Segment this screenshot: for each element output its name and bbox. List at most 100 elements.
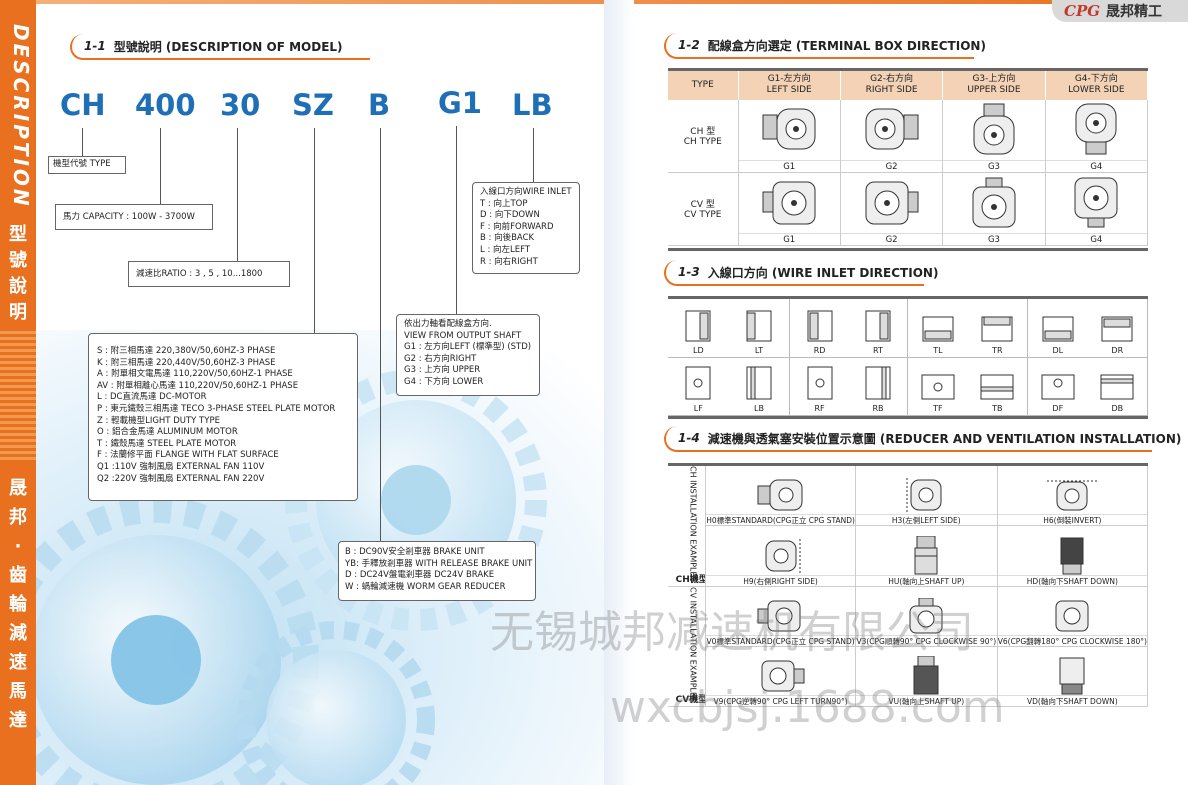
spine-company-cn: 晟邦‧齒輪減速馬達: [9, 478, 27, 731]
model-code-type: CH: [60, 88, 106, 122]
ratio-box: 減速比RATIO : 3 , 5 , 10...1800: [128, 261, 290, 287]
gearmotor-icon: [761, 660, 805, 692]
left-spine: DESCRIPTION 型號說明 晟邦‧齒輪減速馬達: [0, 0, 36, 785]
section-1-4-title: 減速機與透氣塞安裝位置示意圖 (REDUCER AND VENTILATION …: [707, 431, 1182, 446]
ch-g1-cell: G1: [738, 99, 841, 173]
gearmotor-icon: [1055, 600, 1089, 632]
connector-wire-inlet: [533, 128, 534, 182]
gearmotor-icon: [1047, 480, 1098, 511]
inlet-cell-top: TL TR: [907, 299, 1029, 358]
brand-logo: CPG: [1064, 2, 1101, 20]
terminal-box-icon: [1101, 316, 1133, 341]
spine-title-cn: 型號說明: [9, 224, 27, 323]
connector-box-direction: [456, 126, 457, 314]
wire-inlet-table: LD LT RD RT TL TR DL DR LF LB RF: [668, 299, 1148, 416]
install-v6: V6(CPG翻轉180° CPG CLOCKWISE 180°): [997, 586, 1149, 647]
gearmotor-icon: [762, 181, 816, 224]
gearmotor-icon: [865, 108, 919, 149]
gearmotor-icon: [973, 103, 1015, 154]
terminal-box-icon: [685, 310, 711, 341]
section-1-1-header: 1-1 型號說明 (DESCRIPTION OF MODEL): [70, 34, 370, 60]
terminal-box-icon: [685, 366, 711, 399]
type-box: 機型代號 TYPE: [48, 156, 126, 174]
th-type: TYPE: [668, 69, 739, 100]
gearmotor-icon: [762, 108, 816, 149]
install-h0: H0標準STANDARD(CPG正立 CPG STAND): [705, 464, 856, 526]
terminal-box-icon: [1042, 316, 1074, 341]
table-1-2-bottom-rule: [668, 248, 1148, 251]
section-1-3-title: 入線口方向 (WIRE INLET DIRECTION): [707, 265, 939, 280]
connector-brake: [380, 128, 381, 541]
gearmotor-icon: [914, 535, 938, 575]
spine-title-en: DESCRIPTION: [9, 24, 33, 209]
ch-g3-cell: G3: [942, 99, 1046, 173]
watermark-company: 无锡城邦减速机有限公司: [490, 607, 974, 658]
spine-stripes: [0, 330, 36, 460]
terminal-box-icon: [980, 374, 1014, 399]
company-name: 晟邦精工: [1106, 4, 1163, 20]
gearmotor-icon: [1074, 177, 1118, 227]
section-1-3-number: 1-3: [678, 265, 700, 279]
table-1-3-bottom-rule: [668, 416, 1148, 419]
model-code-wire-inlet: LB: [512, 88, 553, 122]
section-1-2-number: 1-2: [678, 38, 700, 52]
terminal-box-icon: [921, 374, 955, 399]
terminal-box-icon: [746, 310, 772, 341]
cv-g1-cell: G1: [738, 172, 841, 246]
install-hu: HU(軸向上SHAFT UP): [855, 525, 998, 587]
gearmotor-icon: [1060, 537, 1084, 575]
capacity-box: 馬力 CAPACITY : 100W - 3700W: [55, 204, 213, 230]
inlet-cell-top-2: TF TB: [907, 357, 1029, 416]
section-1-4-header: 1-4 減速機與透氣塞安裝位置示意圖 (REDUCER AND VENTILAT…: [664, 426, 1181, 452]
connector-ratio: [237, 128, 238, 261]
inlet-cell-right: RD RT: [789, 299, 909, 358]
inlet-cell-left-2: LF LB: [668, 357, 791, 416]
model-code-capacity: 400: [135, 88, 196, 122]
inlet-cell-right-2: RF RB: [789, 357, 909, 416]
connector-type: [82, 128, 83, 156]
section-1-3-header: 1-3 入線口方向 (WIRE INLET DIRECTION): [664, 260, 938, 286]
gearmotor-icon: [1075, 103, 1117, 154]
gearmotor-icon: [972, 177, 1016, 227]
section-1-4-number: 1-4: [678, 431, 700, 445]
cv-g2-cell: G2: [840, 172, 944, 246]
section-1-2-title: 配線盒方向選定 (TERMINAL BOX DIRECTION): [707, 38, 986, 53]
install-vu: VU(軸向上SHAFT UP): [855, 646, 998, 707]
connector-motor: [314, 128, 315, 333]
section-1-2-header: 1-2 配線盒方向選定 (TERMINAL BOX DIRECTION): [664, 33, 986, 59]
gearmotor-icon: [1059, 657, 1085, 695]
gearmotor-icon: [765, 538, 801, 573]
gear-background-image: [36, 330, 606, 785]
terminal-box-icon: [807, 366, 833, 399]
installation-table: CH機型安裝範例CH INSTALLATION EXAMPLES H0標準STA…: [668, 463, 1149, 707]
model-code-ratio: 30: [220, 88, 261, 122]
ch-examples-label: CH機型安裝範例CH INSTALLATION EXAMPLES: [668, 464, 707, 587]
terminal-box-icon: [865, 366, 891, 399]
model-code-brake: B: [368, 88, 391, 122]
install-v3: V3(CPG順轉90° CPG CLOCKWISE 90°): [855, 586, 998, 647]
gearmotor-icon: [906, 477, 942, 512]
install-v0: V0標準STANDARD(CPG正立 CPG STAND): [705, 586, 856, 647]
connector-capacity: [160, 128, 161, 204]
cv-examples-label: CV機型安裝範例CV INSTALLATION EXAMPLES: [668, 586, 707, 707]
install-hd: HD(軸向下SHAFT DOWN): [997, 525, 1149, 587]
page-fold: [604, 0, 634, 785]
install-h9: H9(右側RIGHT SIDE): [705, 525, 856, 587]
inlet-cell-left: LD LT: [668, 299, 791, 358]
watermark-url: wxcbjsj.1688.com: [610, 682, 1005, 733]
cv-g3-cell: G3: [942, 172, 1046, 246]
install-vd: VD(軸向下SHAFT DOWN): [997, 646, 1149, 707]
gearmotor-icon: [757, 600, 801, 632]
ch-g2-cell: G2: [840, 99, 944, 173]
